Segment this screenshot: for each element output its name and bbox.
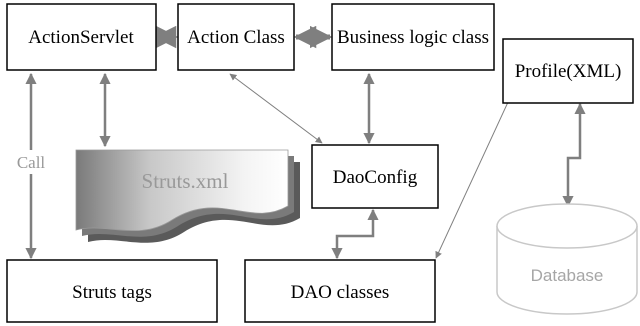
struts-tags-label: Struts tags bbox=[72, 282, 152, 303]
business-logic-label: Business logic class bbox=[337, 27, 489, 48]
arrow-daoconfig-daoclasses bbox=[331, 208, 379, 260]
dao-config-label: DaoConfig bbox=[333, 167, 418, 188]
arrow-profile-database bbox=[562, 102, 586, 208]
database-label: Database bbox=[531, 266, 604, 285]
node-database: Database bbox=[496, 203, 638, 315]
dao-classes-label: DAO classes bbox=[291, 282, 390, 303]
call-label-bg bbox=[14, 150, 48, 174]
node-business-logic: Business logic class bbox=[331, 3, 495, 71]
action-servlet-label: ActionServlet bbox=[28, 27, 134, 48]
node-dao-config: DaoConfig bbox=[311, 144, 439, 209]
node-dao-classes: DAO classes bbox=[244, 259, 436, 323]
node-struts-tags: Struts tags bbox=[6, 259, 218, 323]
document-front-page bbox=[75, 149, 289, 232]
node-action-servlet: ActionServlet bbox=[6, 3, 157, 71]
node-profile-xml: Profile(XML) bbox=[502, 38, 634, 104]
arrow-daoclasses-profile bbox=[435, 73, 522, 259]
action-class-label: Action Class bbox=[187, 27, 285, 48]
node-struts-xml: Struts.xml bbox=[75, 149, 300, 243]
arrow-action-daoconfig bbox=[229, 73, 323, 144]
profile-xml-label: Profile(XML) bbox=[515, 61, 622, 82]
struts-xml-label: Struts.xml bbox=[142, 169, 229, 193]
call-label: Call bbox=[17, 153, 46, 172]
node-action-class: Action Class bbox=[177, 3, 295, 71]
database-body bbox=[496, 226, 638, 315]
database-top bbox=[496, 203, 638, 249]
